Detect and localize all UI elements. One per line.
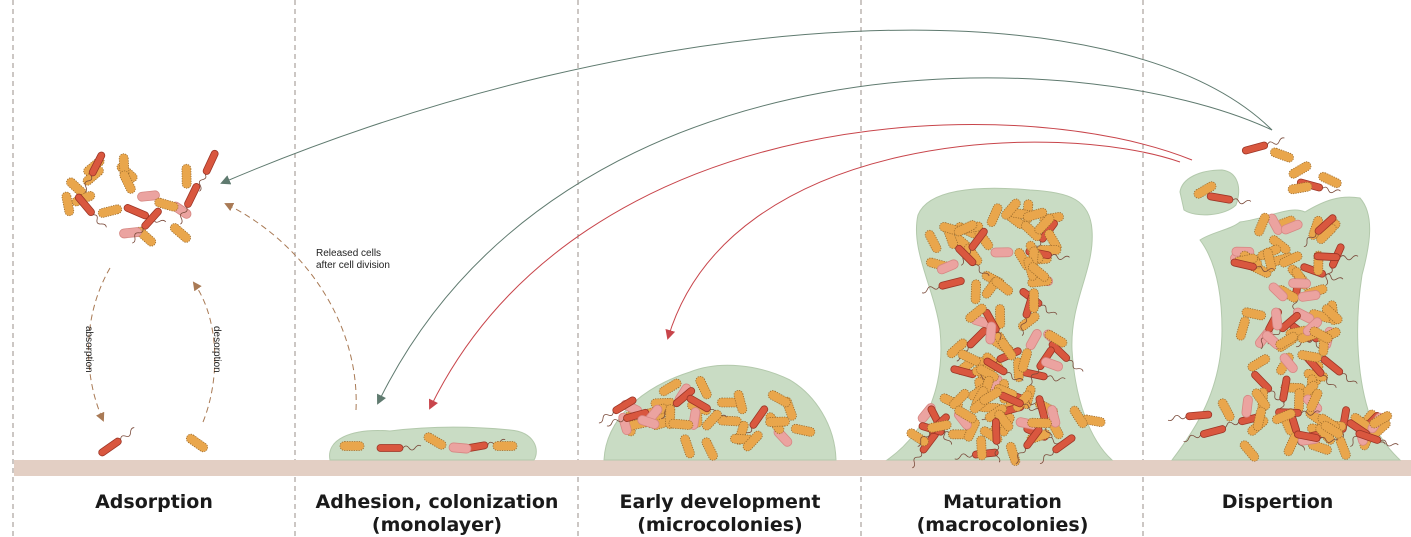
bacterium-icon: [1269, 147, 1295, 164]
biofilm-matrices: [330, 170, 1400, 460]
stage-title: Adsorption: [14, 491, 294, 514]
bacterium-icon: [182, 164, 191, 188]
bacterium-icon: [765, 417, 789, 427]
bacterium-icon: [1029, 289, 1038, 313]
bacterium-icon: [1027, 418, 1051, 428]
arrow-dispersion-to-adsorption: [222, 30, 1272, 183]
bacterium-icon: [985, 322, 996, 345]
bacterium-icon: [976, 436, 986, 460]
bacterium-icon: [1288, 278, 1310, 288]
bacterium-icon: [168, 222, 192, 245]
stage-label-adhesion: Adhesion, colonization (monolayer): [296, 491, 578, 537]
stage-label-adsorption: Adsorption: [14, 491, 294, 514]
bacterium-icon: [61, 191, 74, 216]
stage-subtitle: (monolayer): [296, 514, 578, 537]
released-cells-note: Released cells after cell division: [316, 248, 400, 272]
stage-label-early-development: Early development (microcolonies): [579, 491, 861, 537]
stage-subtitle: (microcolonies): [579, 514, 861, 537]
bacterium-icon: [493, 442, 517, 451]
stage-label-dispertion: Dispertion: [1144, 491, 1411, 514]
substrate-surface: [14, 460, 1411, 476]
desorption-label: desorption: [211, 326, 222, 373]
bacterium-icon: [449, 443, 472, 454]
arrow-dispersion-to-monolayer: [378, 78, 1272, 403]
stage-title: Early development: [579, 491, 861, 514]
bacterium-icon: [185, 432, 210, 453]
bacterium-icon: [97, 204, 122, 219]
bacterium-icon: [971, 280, 981, 304]
stage-title: Maturation: [862, 491, 1143, 514]
stage-subtitle: (macrocolonies): [862, 514, 1143, 537]
bacterium-icon: [97, 426, 137, 457]
bacterium-icon: [717, 416, 741, 426]
stage-label-maturation: Maturation (macrocolonies): [862, 491, 1143, 537]
return-arrows: [88, 30, 1272, 422]
stage-title: Adhesion, colonization: [296, 491, 578, 514]
arrow-released-cells: [226, 204, 356, 410]
bacterium-icon: [1287, 160, 1312, 180]
bacterium-icon: [991, 248, 1013, 257]
bacterium-icon: [1287, 181, 1312, 194]
stage-title: Dispertion: [1144, 491, 1411, 514]
bacterium-icon: [340, 442, 364, 451]
bacterium-icon: [1271, 308, 1282, 331]
absorption-label: absorption: [83, 326, 94, 373]
